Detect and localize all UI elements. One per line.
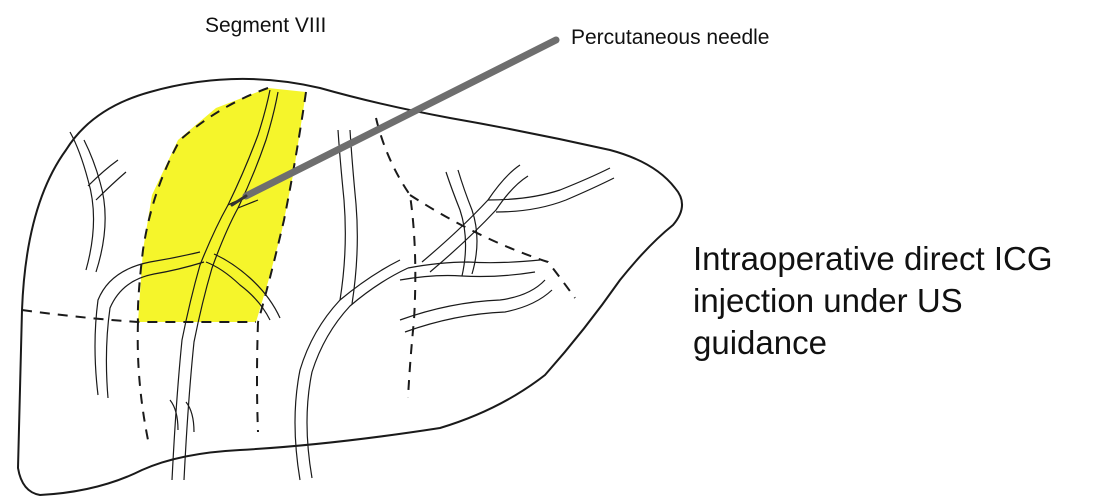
caption-line-2: injection under US	[693, 280, 1103, 322]
needle-label: Percutaneous needle	[571, 26, 770, 50]
caption-line-3: guidance	[693, 322, 1103, 364]
caption-line-1: Intraoperative direct ICG	[693, 238, 1103, 280]
segment-viii-highlight	[138, 88, 306, 322]
caption: Intraoperative direct ICG injection unde…	[693, 238, 1103, 364]
segment-label: Segment VIII	[205, 14, 326, 38]
